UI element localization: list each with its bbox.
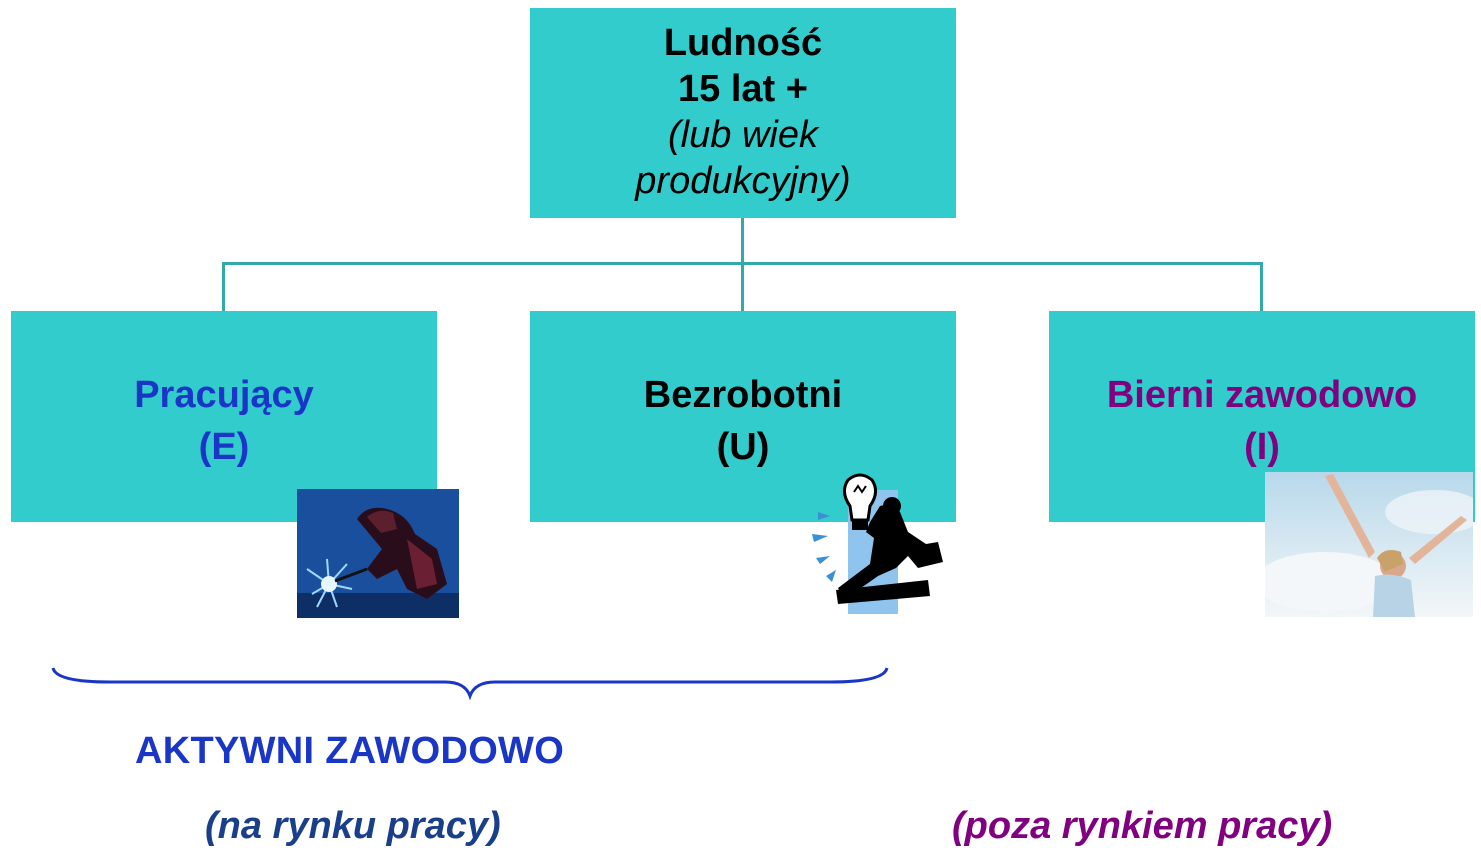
employed-code: (E) (198, 426, 250, 468)
employed-label: Pracujący (134, 374, 314, 416)
root-note-line2: produkcyjny) (635, 160, 851, 202)
root-note-line1: (lub wiek (668, 114, 818, 156)
inactive-label: Bierni zawodowo (1106, 374, 1418, 416)
root-age: 15 lat + (678, 68, 808, 110)
unemployed-code: (U) (716, 426, 770, 468)
active-brace (51, 667, 889, 701)
root-title: Ludność (663, 22, 823, 64)
out-market-label: (poza rynkiem pracy) (952, 805, 1333, 847)
inactive-code: (I) (1244, 426, 1280, 468)
welder-icon (297, 489, 459, 618)
businessman-lightbulb-icon (812, 473, 943, 614)
root-population-box: Ludność 15 lat + (lub wiek produkcyjny) (530, 8, 956, 218)
connector-middle-down (741, 262, 744, 311)
unemployed-label: Bezrobotni (643, 374, 843, 416)
connector-root-down (741, 218, 744, 264)
connector-right-down (1260, 262, 1263, 311)
in-market-label: (na rynku pracy) (205, 805, 501, 847)
active-group-label: AKTYWNI ZAWODOWO (135, 730, 565, 772)
connector-left-down (222, 262, 225, 311)
employed-box: Pracujący (E) (11, 311, 437, 522)
unemployed-box: Bezrobotni (U) (530, 311, 956, 522)
woman-arms-raised-photo (1265, 472, 1473, 617)
